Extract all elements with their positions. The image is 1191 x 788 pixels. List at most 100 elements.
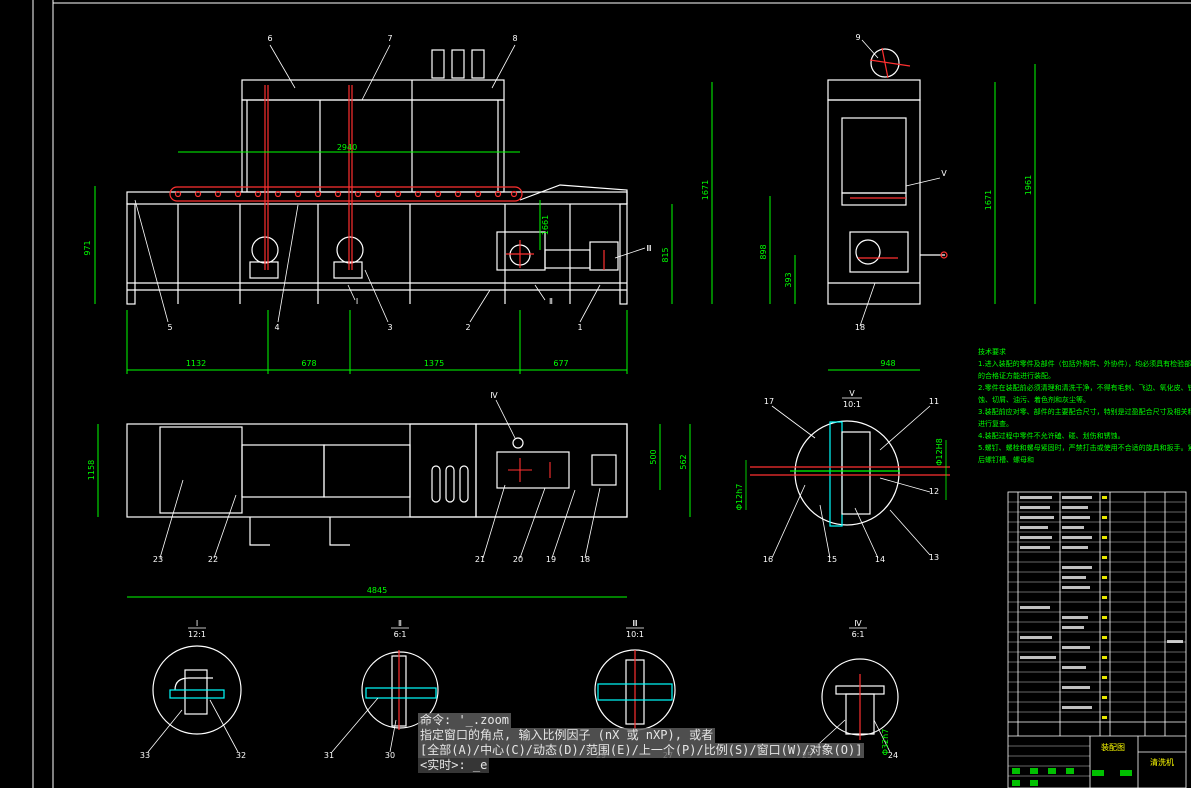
command-line-2: 指定窗口的角点, 输入比例因子 (nX 或 nXP), 或者 — [418, 728, 716, 743]
leader-16: 16 — [763, 555, 773, 564]
notes-line-5: 3.装配前应对零、部件的主要配合尺寸，特别是过盈配合尺寸及相关精度 — [978, 407, 1191, 416]
main-dim-mid: 1661 — [541, 215, 550, 235]
leader-6: 6 — [267, 34, 272, 43]
detail-III-title: Ⅲ — [632, 619, 638, 628]
side-dims — [769, 64, 1036, 371]
main-dim-bottom-1: 1132 — [186, 359, 206, 368]
leader-20: 20 — [513, 555, 523, 564]
notes-line-4: 蚀、切屑、油污、着色剂和灰尘等。 — [978, 395, 1090, 404]
leader-24: 24 — [888, 751, 898, 760]
main-dim-bottom-3: 1375 — [424, 359, 444, 368]
leader-4: 4 — [274, 323, 279, 332]
plan-dim-text: 1158 500 562 4845 — [87, 449, 688, 595]
drawing-frame — [32, 0, 1191, 788]
details-labels: Ⅰ 12:1 Ⅱ 6:1 Ⅲ 10:1 Ⅳ 6:1 33 32 31 30 29… — [140, 619, 898, 760]
leader-13: 13 — [929, 553, 939, 562]
detail-II — [361, 650, 439, 730]
main-dim-right-b: 815 — [661, 247, 670, 262]
plan-dim-bottom: 4845 — [367, 586, 387, 595]
detail-v-dim-a: Φ12h7 — [735, 484, 744, 511]
leader-3: 3 — [387, 323, 392, 332]
detail-IV-dim: Φ32h7 — [881, 729, 890, 756]
leader-31: 31 — [324, 751, 334, 760]
leader-11: 11 — [929, 397, 939, 406]
notes-line-8: 5.螺钉、螺栓和螺母紧固时，严禁打击或使用不合适的旋具和扳手。紧固 — [978, 443, 1191, 452]
command-line-3[interactable]: [全部(A)/中心(C)/动态(D)/范围(E)/上一个(P)/比例(S)/窗口… — [418, 743, 865, 758]
main-dim-right-a: 1671 — [701, 180, 710, 200]
title-block-green — [1012, 768, 1132, 786]
main-dim-top: 2940 — [337, 143, 357, 152]
detail-I — [152, 645, 242, 735]
plan-leader-labels: Ⅳ 23 22 21 20 19 18 — [153, 391, 590, 564]
detail-v — [750, 420, 950, 527]
leader-2: 2 — [465, 323, 470, 332]
main-dim-bottom-2: 678 — [301, 359, 316, 368]
side-leaders — [859, 39, 941, 327]
side-dim-left-a: 898 — [759, 244, 768, 259]
leader-33: 33 — [140, 751, 150, 760]
side-leader-labels: 9 Ⅴ 18 — [855, 33, 947, 332]
plan-dim-right-a: 500 — [649, 449, 658, 464]
leader-14: 14 — [875, 555, 885, 564]
main-leaders — [134, 44, 646, 323]
leader-21: 21 — [475, 555, 485, 564]
title-block-text: 装配图 清洗机 — [1101, 742, 1174, 767]
leader-15: 15 — [827, 555, 837, 564]
leader-I: Ⅰ — [356, 297, 358, 306]
side-red — [850, 47, 948, 259]
detail-I-title: Ⅰ — [196, 619, 198, 628]
side-dim-right-b: 1961 — [1024, 175, 1033, 195]
main-leader-labels: 6 7 8 5 4 Ⅰ 3 2 Ⅱ 1 Ⅲ — [167, 34, 651, 332]
main-view — [126, 49, 628, 305]
main-dim-bottom-4: 677 — [553, 359, 568, 368]
detail-IV-scale: 6:1 — [852, 630, 865, 639]
parts-list — [1007, 491, 1187, 788]
main-dims — [94, 82, 713, 374]
side-dim-text: 898 393 1671 1961 948 — [759, 175, 1033, 368]
notes-heading: 技术要求 — [978, 347, 1006, 356]
leader-12: 12 — [929, 487, 939, 496]
leader-III: Ⅲ — [646, 244, 652, 253]
plan-red — [508, 458, 551, 482]
side-dim-bottom: 948 — [880, 359, 895, 368]
command-line-1: 命令: '_.zoom — [418, 713, 512, 728]
detail-v-labels: Ⅴ 10:1 17 11 12 13 14 15 16 Φ12h7 Φ12H8 — [735, 389, 944, 564]
leader-18-plan: 18 — [580, 555, 590, 564]
detail-II-title: Ⅱ — [398, 619, 402, 628]
leader-18-side: 18 — [855, 323, 865, 332]
command-prompt-input[interactable]: <实时>: _e — [418, 758, 490, 773]
leader-II: Ⅱ — [549, 297, 553, 306]
leader-17: 17 — [764, 397, 774, 406]
side-dim-left-b: 393 — [784, 272, 793, 287]
detail-I-scale: 12:1 — [188, 630, 206, 639]
leader-V: Ⅴ — [941, 169, 947, 178]
notes-line-9: 后螺钉槽、螺母和 — [978, 455, 1034, 464]
leader-1: 1 — [577, 323, 582, 332]
main-dim-left: 971 — [83, 240, 92, 255]
tech-notes: 技术要求 1.进入装配的零件及部件（包括外购件、外协件），均必须具有检验部门 的… — [978, 347, 1191, 464]
notes-line-6: 进行复查。 — [978, 419, 1013, 428]
plan-leaders — [159, 399, 601, 559]
notes-line-7: 4.装配过程中零件不允许磕、碰、划伤和锈蚀。 — [978, 431, 1125, 440]
leader-9: 9 — [855, 33, 860, 42]
leader-8: 8 — [512, 34, 517, 43]
parts-list-text — [1020, 496, 1183, 709]
command-line-history: 命令: '_.zoom 指定窗口的角点, 输入比例因子 (nX 或 nXP), … — [418, 713, 878, 773]
title-block-org: 装配图 — [1101, 742, 1125, 752]
detail-v-title: Ⅴ — [849, 389, 855, 398]
plan-dims — [97, 424, 691, 598]
side-dim-right-a: 1671 — [984, 190, 993, 210]
parts-rows — [1008, 501, 1186, 777]
leader-19: 19 — [546, 555, 556, 564]
detail-v-scale: 10:1 — [843, 400, 861, 409]
main-dim-text: 1132 678 1375 677 2940 971 1671 815 1661 — [83, 143, 710, 368]
notes-line-2: 的合格证方能进行装配。 — [978, 371, 1055, 380]
notes-line-1: 1.进入装配的零件及部件（包括外购件、外协件），均必须具有检验部门 — [978, 359, 1191, 368]
leader-22: 22 — [208, 555, 218, 564]
detail-v-leaders — [745, 405, 947, 559]
leader-5: 5 — [167, 323, 172, 332]
detail-IV — [821, 658, 899, 740]
notes-line-3: 2.零件在装配前必须清理和清洗干净，不得有毛刺、飞边、氧化皮、锈 — [978, 383, 1191, 392]
detail-II-scale: 6:1 — [394, 630, 407, 639]
